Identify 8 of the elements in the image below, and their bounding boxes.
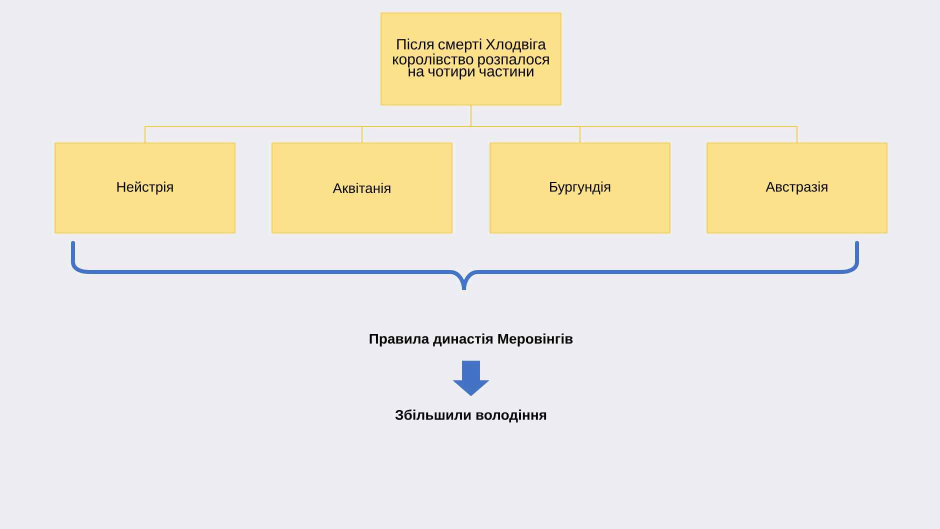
bold-text: Збільшили володіння [395, 409, 546, 423]
connector-line [470, 104, 798, 144]
text-box: Бургундія [490, 142, 670, 234]
text-box: Нейстрія [54, 142, 236, 234]
text-box: Після смерті Хлодвіга королівство розпалося на чотири частини [380, 12, 562, 106]
text-box: Аквітанія [272, 142, 452, 234]
text-box: Австразія [706, 142, 888, 234]
bold-text: Правила династія Меровінгів [370, 333, 573, 347]
